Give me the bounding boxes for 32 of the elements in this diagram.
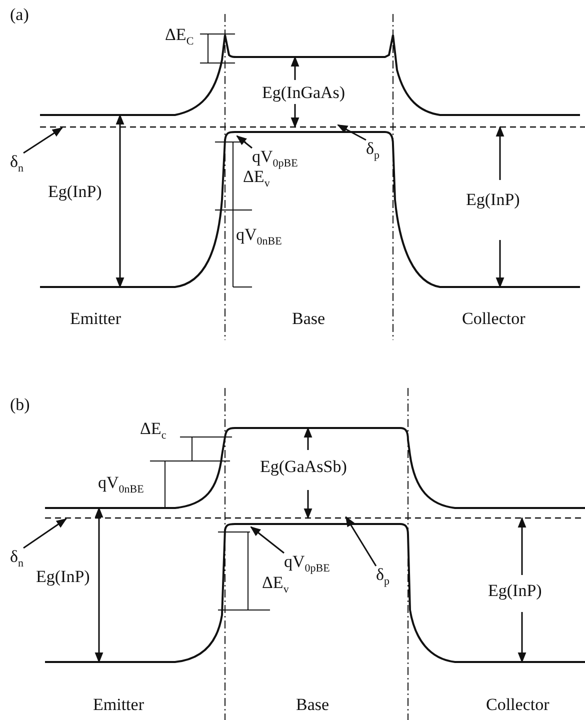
axis-label: (b): [10, 396, 30, 415]
callout-label: δ$_{n}$: [10, 153, 24, 174]
leader-line: [236, 135, 252, 149]
axis-label: Collector: [462, 310, 526, 329]
axis-label: Eg(InP): [48, 183, 102, 202]
leader-line: [23, 127, 63, 154]
axis-label: Eg(InP): [488, 582, 542, 601]
callout-label: qV$_{0pBE}$: [252, 148, 298, 170]
axis-label: Eg(InGaAs): [262, 84, 346, 103]
leader-line: [250, 526, 284, 554]
axis-label: ΔE$_{C}$: [165, 26, 194, 48]
axis-label: qV$_{0nBE}$: [98, 474, 144, 496]
axis-label: Collector: [486, 696, 550, 715]
axis-label: ΔE$_{v}$: [243, 168, 270, 190]
callout-label: δ$_{p}$: [366, 140, 380, 162]
axis-label: qV$_{0nBE}$: [236, 226, 282, 248]
axis-label: Eg(GaAsSb): [260, 458, 347, 477]
axis-label: Base: [292, 310, 326, 329]
axis-label: Emitter: [70, 310, 121, 329]
leader-line: [23, 518, 67, 549]
axis-label: Emitter: [93, 696, 144, 715]
axis-label: ΔE$_{c}$: [140, 420, 166, 442]
axis-label: (a): [10, 6, 29, 25]
callout-label: δ$_{p}$: [376, 566, 390, 588]
axis-label: ΔE$_{v}$: [262, 574, 289, 596]
axis-label: Base: [296, 696, 330, 715]
axis-label: Eg(InP): [36, 568, 90, 587]
callout-label: qV$_{0pBE}$: [284, 553, 330, 574]
leader-line: [337, 124, 366, 141]
leader-line: [345, 516, 377, 566]
axis-label: Eg(InP): [466, 191, 520, 210]
callout-label: δ$_{n}$: [10, 548, 24, 570]
